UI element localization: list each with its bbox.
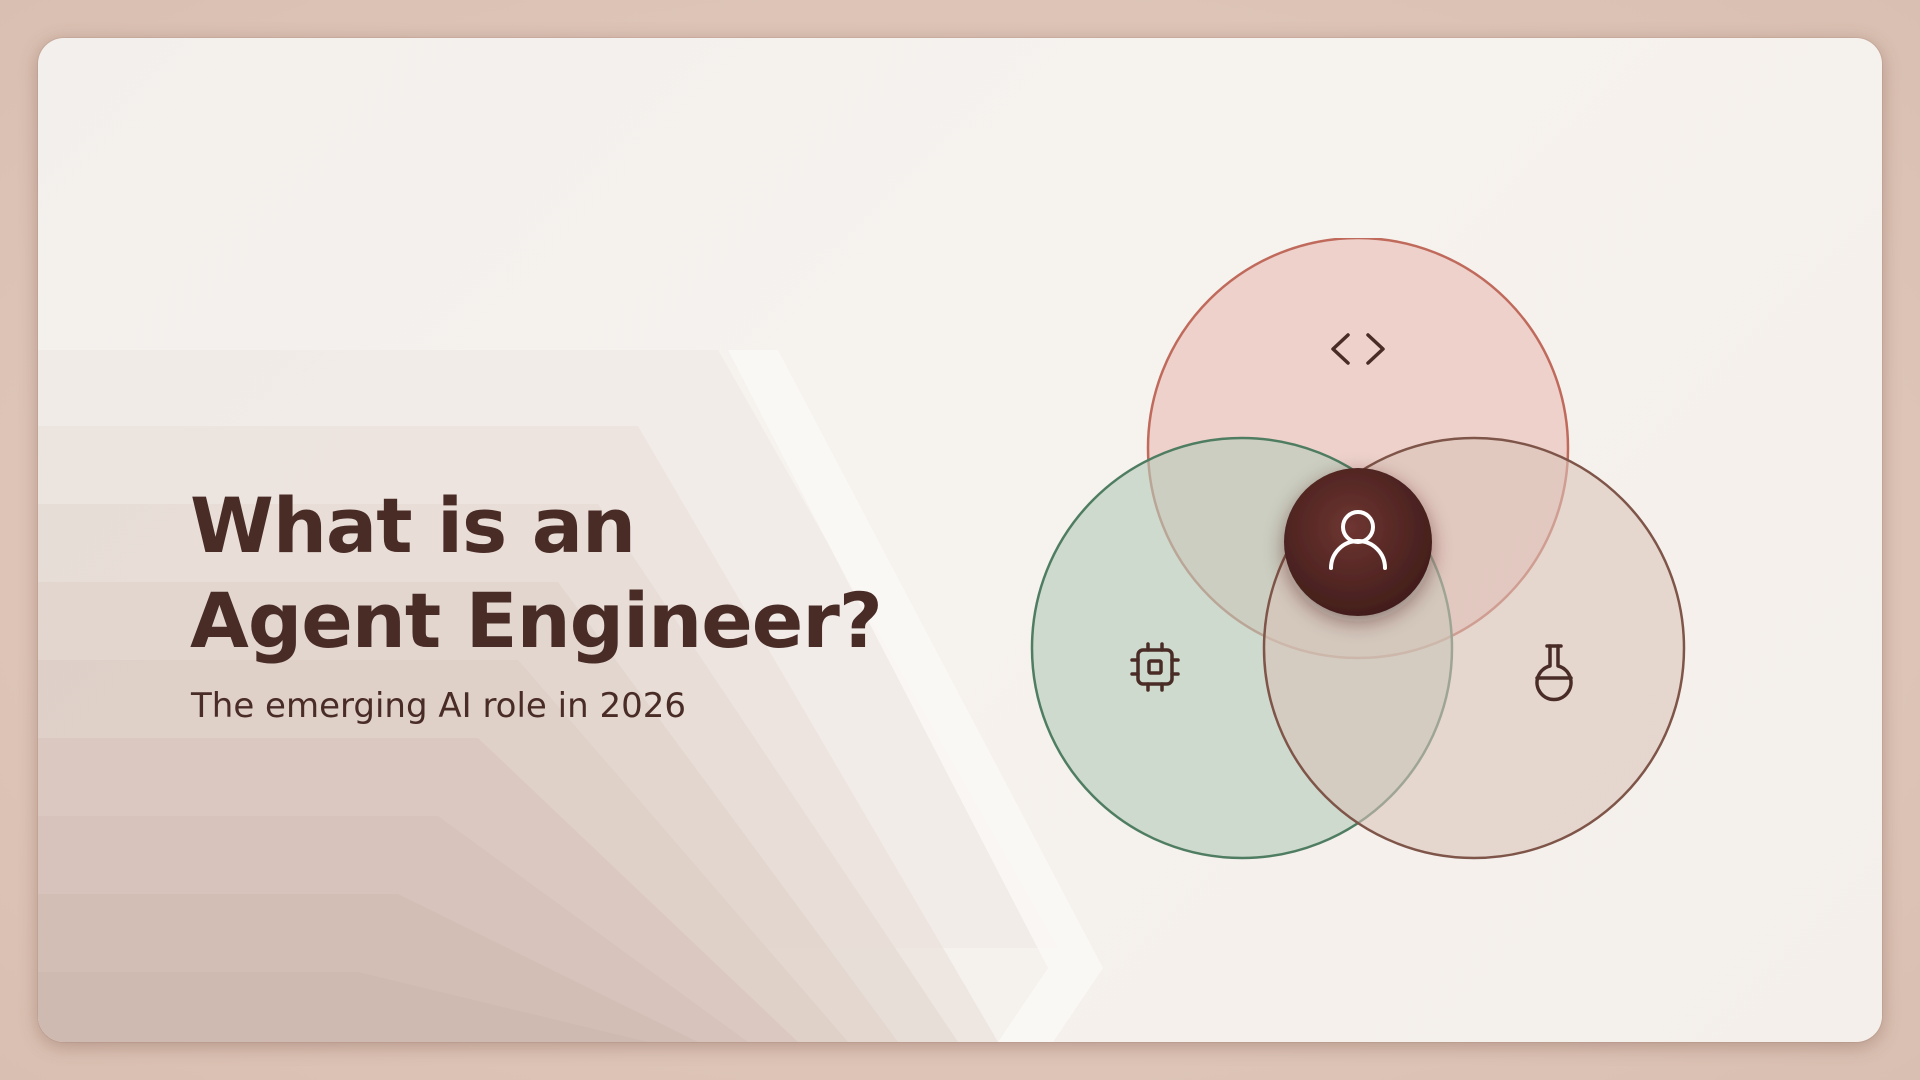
flask-icon bbox=[1535, 644, 1573, 702]
code-brackets-icon bbox=[1331, 333, 1385, 365]
person-icon bbox=[1329, 510, 1387, 570]
subtitle: The emerging AI role in 2026 bbox=[191, 686, 686, 726]
page-title: What is an Agent Engineer? bbox=[190, 478, 950, 668]
chip-icon bbox=[1130, 642, 1180, 692]
venn-diagram bbox=[1030, 238, 1686, 860]
slide-card: What is an Agent Engineer? The emerging … bbox=[38, 38, 1882, 1042]
title-line-2: Agent Engineer? bbox=[190, 576, 883, 665]
diagonal-bands-decoration bbox=[38, 350, 1103, 1042]
title-line-1: What is an bbox=[190, 481, 636, 570]
